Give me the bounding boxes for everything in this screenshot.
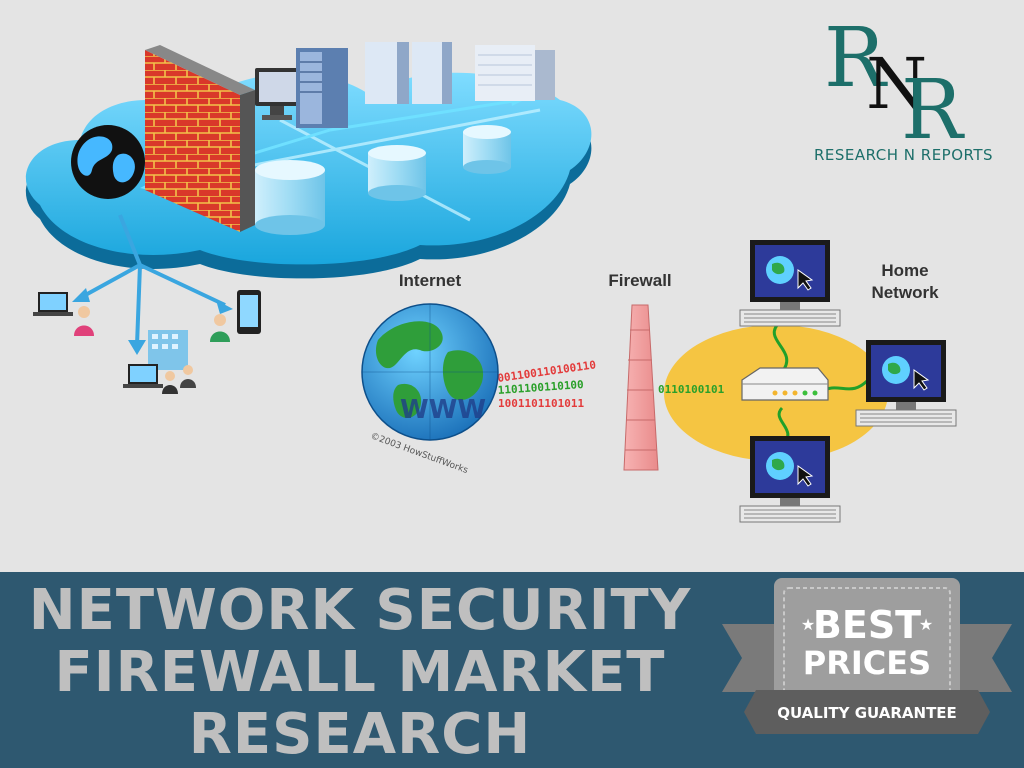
star-icon-right: ★ [919, 615, 933, 634]
logo-letter-n: N [866, 43, 927, 125]
headline: NETWORK SECURITY FIREWALL MARKET RESEARC… [0, 580, 720, 766]
headline-line3: RESEARCH [188, 702, 532, 767]
logo-letter-r2: R [901, 63, 965, 158]
database-cylinders [255, 125, 511, 235]
distribution-arrows [79, 214, 226, 346]
headline-line1: NETWORK SECURITY [28, 578, 692, 643]
home-network-label: Home Network [850, 260, 960, 304]
internet-globe: WWW ©2003 HowStuffWorks [361, 303, 499, 476]
best-prices-badge: BEST ★ ★ PRICES QUALITY GUARANTEE [722, 578, 1012, 734]
svg-text:0110100101: 0110100101 [658, 383, 725, 396]
badge-prices: PRICES [803, 644, 931, 682]
logo-letter-r1: R [824, 11, 888, 106]
firewall-pillar [623, 304, 659, 471]
headline-line2: FIREWALL MARKET [54, 640, 666, 705]
www-text: WWW [400, 395, 486, 425]
internet-label: Internet [398, 271, 462, 290]
star-icon-left: ★ [801, 615, 815, 634]
home-network-line2: Network [871, 283, 939, 302]
svg-text:1001101101011: 1001101101011 [498, 397, 584, 410]
server-racks [255, 42, 555, 128]
cloud-globe [71, 125, 145, 199]
home-computers [739, 240, 957, 523]
remote-users [33, 290, 261, 394]
svg-text:1101100110100: 1101100110100 [497, 378, 584, 397]
firewall-label: Firewall [608, 271, 672, 290]
router [741, 367, 829, 401]
home-network-line1: Home [881, 261, 929, 280]
logo-caption: RESEARCH N REPORTS [813, 146, 994, 164]
brick-firewall-wall [145, 45, 255, 232]
network-illustration: 001100110100110 1101100110100 1001101101… [25, 42, 957, 523]
rnr-logo: R N R [824, 11, 965, 158]
badge-best: BEST [813, 603, 921, 647]
badge-ribbon-text: QUALITY GUARANTEE [777, 704, 957, 722]
